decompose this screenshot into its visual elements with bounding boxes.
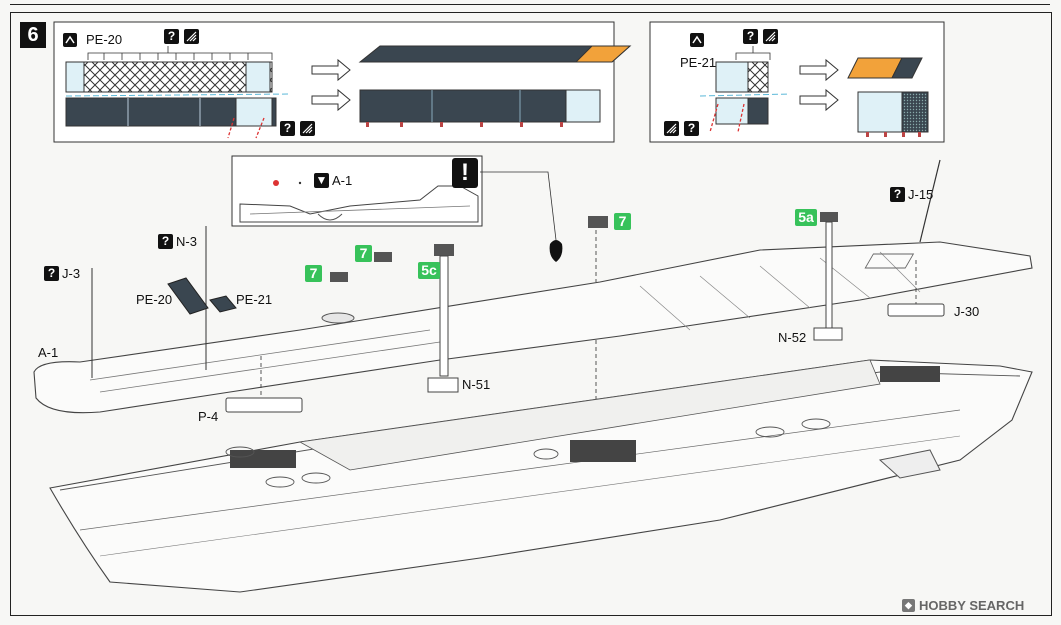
inset-pe20 (53, 21, 632, 143)
question-icon: ? (164, 29, 179, 44)
label-pe20: PE-20 (136, 292, 173, 307)
label-j30: J-30 (954, 304, 980, 319)
step-ref-badge: 7 (355, 245, 372, 262)
top-border (10, 0, 1050, 5)
label-n52: N-52 (778, 330, 807, 345)
step-ref-badge: 5c (418, 262, 440, 279)
step-ref-badge: 7 (305, 265, 322, 282)
small-parts (167, 212, 945, 413)
step-ref-badge: 7 (614, 213, 631, 230)
question-icon: ? (743, 29, 758, 44)
step-frame (10, 12, 1052, 616)
inset-left-part-label: PE-20 (86, 32, 123, 47)
question-icon: ? (280, 121, 295, 136)
attach-icon: ▼ (314, 173, 329, 188)
hobby-search-logo-icon: ◆ (902, 599, 915, 612)
detail-inset-a1 (231, 155, 563, 262)
label-a1: A-1 (38, 345, 59, 360)
inset-pe21 (649, 21, 945, 143)
step-ref-badge: 5a (795, 209, 817, 226)
step-number: 6 (20, 22, 46, 48)
label-n3: ?N-3 (158, 234, 197, 249)
label-pe21: PE-21 (236, 292, 273, 307)
inset-right-part-label: PE-21 (680, 55, 717, 70)
label-j15: ?J-15 (890, 187, 933, 202)
label-p4: P-4 (198, 409, 219, 424)
label-j3: ?J-3 (44, 266, 80, 281)
caution-icon: ! (452, 158, 478, 188)
label-a1-detail: ▼ A-1 (314, 173, 353, 188)
hull (49, 359, 1033, 593)
question-icon: ? (684, 121, 699, 136)
watermark: ◆ HOBBY SEARCH (902, 598, 1024, 613)
flight-deck (33, 159, 1033, 414)
label-n51: N-51 (462, 377, 491, 392)
